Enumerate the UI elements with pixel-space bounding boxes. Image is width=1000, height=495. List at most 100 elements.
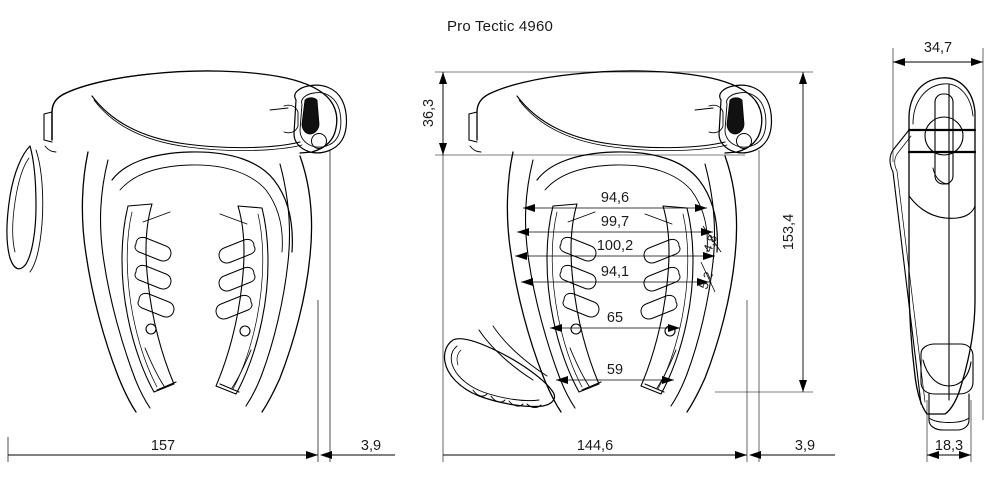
bracket-grip-teeth <box>472 389 542 408</box>
dim-label-36-3: 36,3 <box>421 99 437 127</box>
right-vent-slot-1 <box>218 238 256 264</box>
left-arm-bolt-hole <box>145 323 157 335</box>
page-title-text: Pro Tectic 4960 <box>446 18 554 35</box>
dim-label-94-1: 94,1 <box>601 264 629 280</box>
right-arm-taper <box>656 349 677 389</box>
ring-left-outer <box>81 151 137 413</box>
side-pin-boss <box>934 93 954 185</box>
left-arm-taper <box>144 347 165 387</box>
side-front-taper <box>889 129 922 405</box>
dim-label-153-4: 153,4 <box>781 214 797 250</box>
dimension-18-3 <box>926 400 972 462</box>
left-vent-slot-2 <box>559 264 597 290</box>
right-arm-tip <box>644 383 665 393</box>
latch-tongue-edge <box>694 107 714 111</box>
arrow-34-7-right <box>971 58 983 66</box>
dim-label-59: 59 <box>607 362 623 378</box>
housing-left-lip <box>51 73 151 141</box>
housing-outer-top <box>476 70 763 154</box>
key-cylinder-boss-inner <box>724 92 767 148</box>
arrow-3-9-left <box>320 451 332 459</box>
ring-right-outer <box>686 155 738 413</box>
dim-label-4-8: 4,8 <box>701 233 721 254</box>
right-arm-bolt-hole <box>239 325 251 337</box>
side-pin-fillet <box>932 167 950 185</box>
arrow-144-6-right <box>735 451 747 459</box>
key-cylinder-pin-hole <box>736 133 752 149</box>
housing-left-fillet <box>469 145 482 153</box>
ring-opening-arc-inner <box>544 164 708 253</box>
dimension-lines-left-view <box>7 150 395 462</box>
dim-label-144-6: 144,6 <box>577 438 613 454</box>
latch-tongue <box>283 104 299 134</box>
arrow-153-4-bottom <box>799 380 807 392</box>
dimension-34-7 <box>892 48 984 420</box>
arrow-59-right <box>662 376 674 384</box>
left-vent-slot-1 <box>134 236 172 262</box>
dim-label-100-2: 100,2 <box>597 238 633 254</box>
left-arm-rib-1 <box>567 211 596 223</box>
mounting-bracket-foot <box>443 338 556 408</box>
side-bottom-stub-curve <box>928 417 970 423</box>
side-bottom-cap <box>920 343 974 395</box>
arrow-100-2-left <box>515 252 527 260</box>
mounting-bracket-edge <box>456 349 462 366</box>
left-arm-tip <box>156 381 177 391</box>
view-side: 34,7 18,3 <box>889 40 984 462</box>
arrow-100-2-right <box>703 252 715 260</box>
key-cylinder-boss-inner <box>299 92 342 148</box>
dim-label-94-6: 94,6 <box>601 190 629 206</box>
arrow-153-4-top <box>799 72 807 84</box>
interior-dimension-lines <box>515 204 715 384</box>
dim-line-4-8 <box>702 225 722 253</box>
left-vent-slot-3 <box>137 292 175 318</box>
dim-label-34-7: 34,7 <box>924 40 952 56</box>
side-pin-circle <box>924 116 964 156</box>
ring-left-inner <box>524 159 576 409</box>
right-vent-slots <box>640 238 681 320</box>
arrow-18-3-left <box>927 451 939 459</box>
ring-left-inner <box>99 159 151 409</box>
bracket-tooth-1 <box>472 389 488 397</box>
right-arm-pad-shadow <box>232 213 264 390</box>
right-arm-pad-shadow <box>657 213 689 390</box>
arrow-94-1-left <box>521 278 533 286</box>
mounting-bracket-inner <box>450 345 540 402</box>
right-vent-slot-2 <box>218 266 256 292</box>
ring-opening-arc <box>536 151 718 253</box>
ring-opening-arc <box>111 151 293 253</box>
arrow-65-left <box>550 324 562 332</box>
key-cylinder-boss <box>718 84 773 154</box>
bracket-tooth-4 <box>526 403 542 408</box>
mounting-hook-edge <box>29 149 44 273</box>
housing-left-fillet <box>44 145 57 153</box>
side-bottom-cap-curve <box>922 359 972 387</box>
side-body-outline <box>908 77 976 415</box>
arrow-65-right <box>668 324 680 332</box>
mounting-hook-inner <box>12 157 30 253</box>
keyhole-slot <box>301 97 320 135</box>
right-vent-slot-1 <box>643 238 681 264</box>
key-cylinder-pin-hole <box>311 133 327 149</box>
housing-inner-curve-shadow <box>93 99 303 151</box>
dim-label-99-7: 99,7 <box>601 214 629 230</box>
left-vent-slot-3 <box>562 292 600 318</box>
right-vent-slot-2 <box>643 266 681 292</box>
dim-line-5-2 <box>700 261 716 293</box>
view-front-with-bracket: 94,6 99,7 100,2 94,1 65 59 4,8 5,2 36,3 <box>421 70 835 462</box>
housing-left-step <box>468 111 478 143</box>
right-arm-tip <box>219 383 240 393</box>
mounting-hook <box>6 145 37 270</box>
left-arm-pad-shadow <box>126 211 158 388</box>
arrow-157-right <box>306 451 318 459</box>
page-title: Pro Tectic 4960 <box>0 18 1000 35</box>
latch-tongue-edge <box>269 107 289 111</box>
housing-inner-curve-shadow <box>518 99 728 151</box>
left-vent-slots <box>559 236 600 318</box>
right-vent-slots <box>215 238 256 320</box>
left-vent-slots <box>134 236 175 318</box>
arrow-99-7-left <box>517 228 529 236</box>
housing-inner-curve <box>91 95 301 149</box>
arrow-18-3-right <box>959 451 971 459</box>
